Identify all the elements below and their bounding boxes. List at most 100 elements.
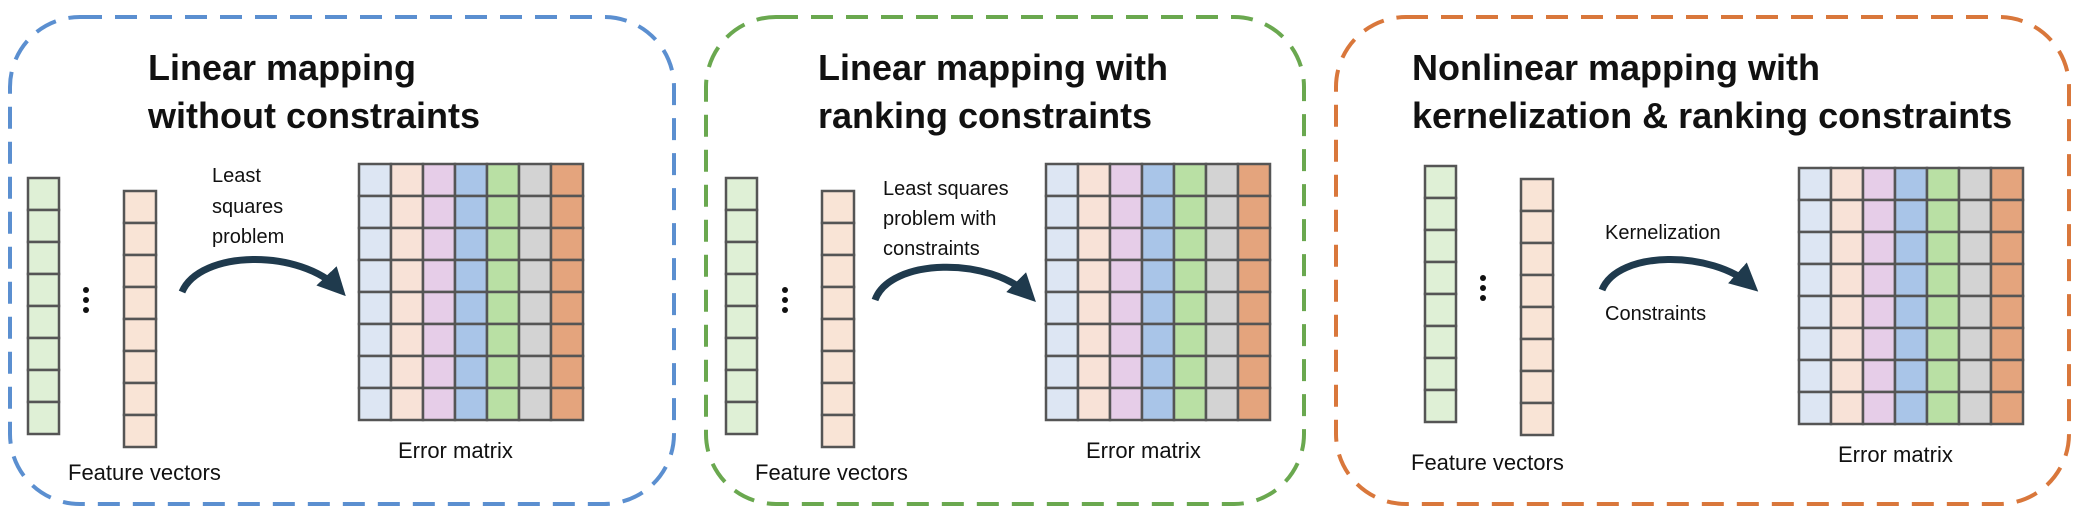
matrix-cell bbox=[421, 258, 457, 294]
matrix-cell bbox=[1829, 198, 1865, 234]
matrix-cell bbox=[549, 322, 585, 358]
matrix-cell bbox=[1204, 290, 1240, 326]
matrix-cell bbox=[1861, 294, 1897, 330]
matrix-cell bbox=[517, 162, 553, 198]
matrix-cell bbox=[357, 322, 393, 358]
matrix-cell bbox=[453, 354, 489, 390]
vector-cell bbox=[122, 317, 158, 353]
matrix-cell bbox=[357, 386, 393, 422]
matrix-cell bbox=[1957, 390, 1993, 426]
matrix-cell bbox=[1108, 194, 1144, 230]
ellipsis-icon bbox=[1480, 275, 1486, 301]
matrix-cell bbox=[453, 386, 489, 422]
matrix-cell bbox=[389, 322, 425, 358]
vector-cell bbox=[26, 208, 61, 244]
matrix-cell bbox=[1140, 194, 1176, 230]
arrow-label-line: Least bbox=[212, 165, 261, 187]
vector-cell bbox=[26, 368, 61, 404]
matrix-cell bbox=[421, 162, 457, 198]
matrix-cell bbox=[1861, 262, 1897, 298]
matrix-cell bbox=[357, 194, 393, 230]
vector-cell bbox=[1519, 401, 1555, 437]
matrix-cell bbox=[1236, 194, 1272, 230]
vector-cell bbox=[1423, 324, 1458, 360]
matrix-cell bbox=[1172, 322, 1208, 358]
matrix-cell bbox=[1925, 326, 1961, 362]
matrix-cell bbox=[1861, 358, 1897, 394]
matrix-cell bbox=[1204, 194, 1240, 230]
matrix-cell bbox=[389, 386, 425, 422]
matrix-cell bbox=[1861, 198, 1897, 234]
matrix-cell bbox=[1925, 262, 1961, 298]
matrix-cell bbox=[1140, 226, 1176, 262]
arrow-label-line: Least squares bbox=[883, 178, 1009, 200]
error-matrix bbox=[1797, 166, 2025, 426]
matrix-cell bbox=[1797, 326, 1833, 362]
matrix-cell bbox=[1076, 258, 1112, 294]
matrix-cell bbox=[1893, 326, 1929, 362]
vector-cell bbox=[724, 400, 759, 436]
panel-title-line1: Linear mapping with bbox=[818, 47, 1168, 88]
panel-title-line1: Linear mapping bbox=[148, 47, 416, 88]
arrow-label-line: constraints bbox=[883, 238, 980, 260]
matrix-cell bbox=[1893, 198, 1929, 234]
matrix-cell bbox=[357, 162, 393, 198]
matrix-cell bbox=[1925, 294, 1961, 330]
arrow-label-line: problem bbox=[212, 226, 284, 248]
feature-vector-last bbox=[820, 189, 856, 449]
matrix-cell bbox=[357, 290, 393, 326]
matrix-cell bbox=[1172, 290, 1208, 326]
matrix-cell bbox=[1861, 326, 1897, 362]
matrix-cell bbox=[1957, 166, 1993, 202]
matrix-cell bbox=[485, 194, 521, 230]
matrix-cell bbox=[1076, 226, 1112, 262]
matrix-cell bbox=[357, 354, 393, 390]
matrix-cell bbox=[1957, 326, 1993, 362]
matrix-cell bbox=[421, 194, 457, 230]
vector-cell bbox=[1423, 388, 1458, 424]
matrix-cell bbox=[1140, 386, 1176, 422]
matrix-cell bbox=[1829, 262, 1865, 298]
vector-cell bbox=[1423, 356, 1458, 392]
feature-vector-first bbox=[724, 176, 759, 436]
matrix-cell bbox=[1797, 198, 1833, 234]
vector-cell bbox=[122, 381, 158, 417]
vector-cell bbox=[1423, 196, 1458, 232]
vector-cell bbox=[26, 336, 61, 372]
matrix-cell bbox=[1204, 162, 1240, 198]
matrix-cell bbox=[549, 226, 585, 262]
matrix-cell bbox=[1172, 194, 1208, 230]
arrow-label-above: Kernelization bbox=[1605, 222, 1721, 244]
matrix-cell bbox=[1989, 326, 2025, 362]
vector-cell bbox=[26, 400, 61, 436]
matrix-cell bbox=[1236, 386, 1272, 422]
matrix-cell bbox=[1989, 294, 2025, 330]
matrix-cell bbox=[517, 322, 553, 358]
matrix-cell bbox=[1044, 386, 1080, 422]
arrow-label-line: squares bbox=[212, 196, 283, 218]
matrix-cell bbox=[1861, 390, 1897, 426]
vector-cell bbox=[122, 253, 158, 289]
matrix-cell bbox=[1204, 354, 1240, 390]
matrix-cell bbox=[1236, 354, 1272, 390]
vector-cell bbox=[1423, 292, 1458, 328]
matrix-cell bbox=[1204, 322, 1240, 358]
vector-cell bbox=[820, 221, 856, 257]
vector-cell bbox=[122, 285, 158, 321]
matrix-cell bbox=[389, 258, 425, 294]
matrix-cell bbox=[1076, 290, 1112, 326]
matrix-cell bbox=[421, 322, 457, 358]
matrix-cell bbox=[1076, 194, 1112, 230]
matrix-cell bbox=[1076, 322, 1112, 358]
matrix-cell bbox=[1797, 230, 1833, 266]
panel-nonlinear-kernelization: Nonlinear mapping with kernelization & r… bbox=[1334, 15, 2071, 506]
feature-vectors-label: Feature vectors bbox=[1411, 450, 1564, 475]
vector-cell bbox=[724, 304, 759, 340]
matrix-cell bbox=[1076, 162, 1112, 198]
vector-cell bbox=[1423, 260, 1458, 296]
vector-cell bbox=[122, 221, 158, 257]
matrix-cell bbox=[1989, 390, 2025, 426]
matrix-cell bbox=[1989, 262, 2025, 298]
error-matrix bbox=[357, 162, 585, 422]
matrix-cell bbox=[549, 194, 585, 230]
